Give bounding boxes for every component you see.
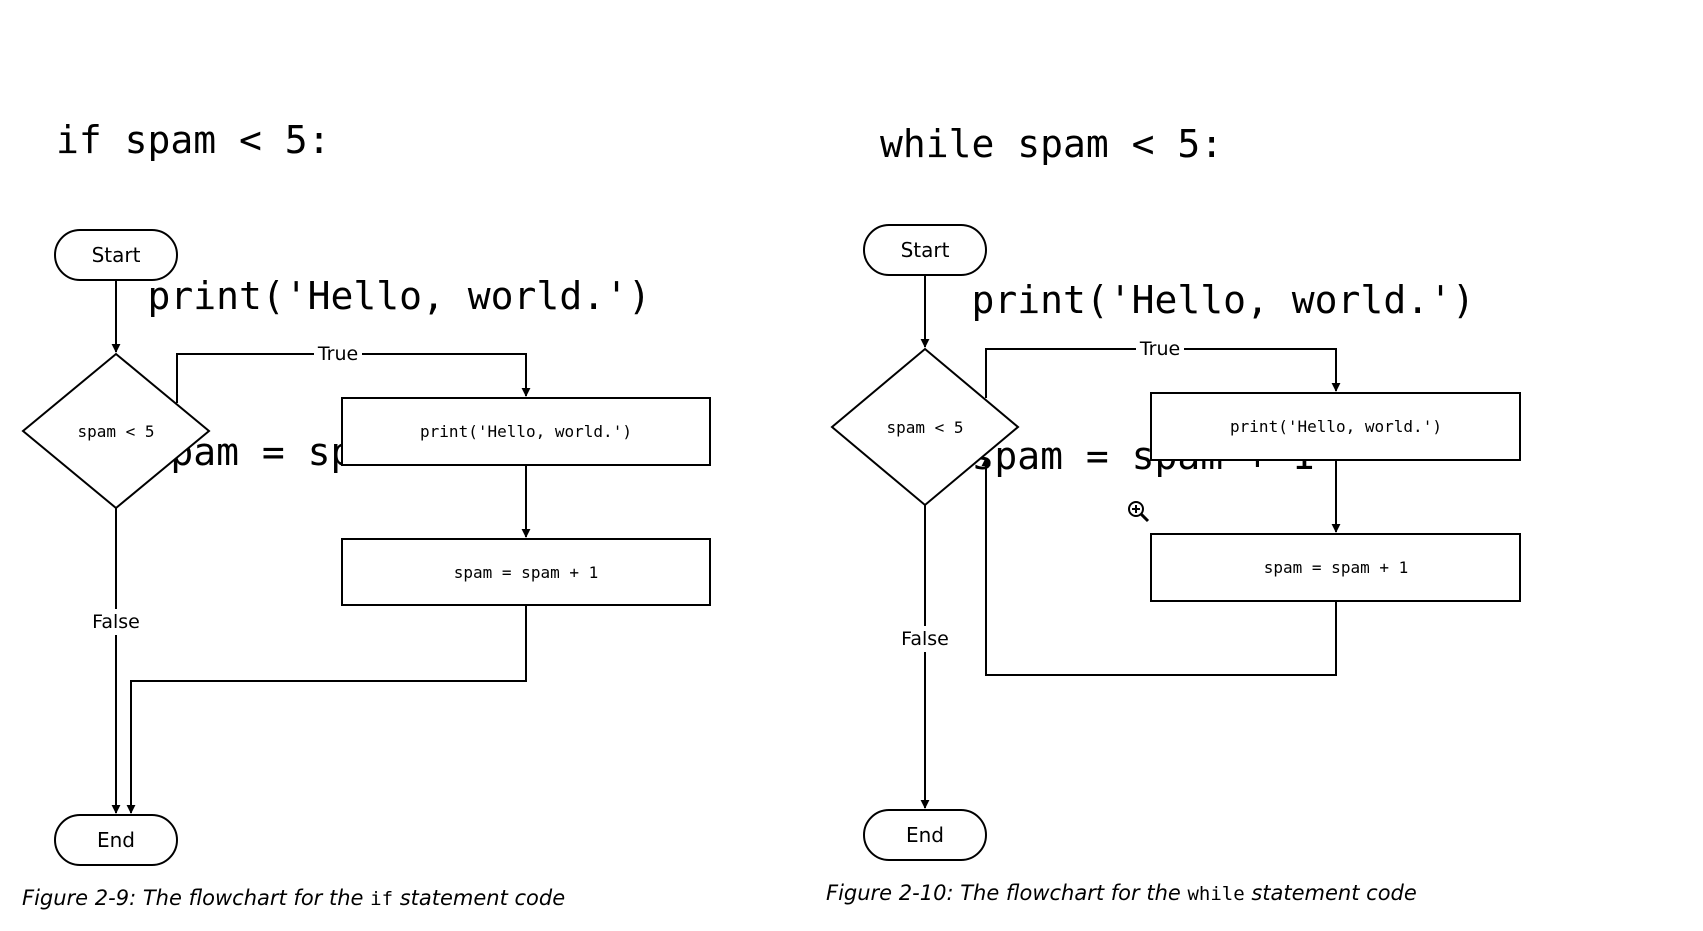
code-while-line: while spam < 5: bbox=[880, 122, 1224, 166]
true-label: True bbox=[317, 343, 358, 365]
flowchart-while bbox=[830, 224, 1521, 861]
end-label: End bbox=[97, 828, 135, 852]
flowchart-if bbox=[21, 229, 711, 866]
start-label: Start bbox=[901, 238, 950, 262]
code-while-line: print('Hello, world.') bbox=[880, 278, 1475, 322]
zoom-in-icon[interactable] bbox=[1126, 499, 1150, 523]
false-label-bg bbox=[88, 609, 144, 635]
decision-label: spam < 5 bbox=[886, 418, 963, 437]
code-if-line: if spam < 5: bbox=[56, 118, 331, 162]
process-increment-node bbox=[341, 538, 711, 606]
end-node bbox=[54, 814, 178, 866]
edge-increment-end bbox=[126, 605, 527, 814]
true-label-bg bbox=[1136, 336, 1184, 360]
code-if-line: print('Hello, world.') bbox=[56, 274, 651, 318]
true-label-bg bbox=[314, 341, 362, 365]
caption-suffix: statement code bbox=[393, 886, 566, 910]
edge-loop-back bbox=[981, 457, 1337, 676]
decision-label: spam < 5 bbox=[77, 422, 154, 441]
caption-prefix: Figure 2-9: The flowchart for the bbox=[22, 886, 371, 910]
true-label: True bbox=[1139, 338, 1180, 360]
process-print-node bbox=[1150, 392, 1521, 461]
process-increment-label: spam = spam + 1 bbox=[454, 563, 599, 582]
process-print-label: print('Hello, world.') bbox=[420, 422, 632, 441]
false-label: False bbox=[92, 611, 140, 633]
caption-code-word: if bbox=[370, 888, 394, 910]
process-print-label: print('Hello, world.') bbox=[1230, 417, 1442, 436]
end-label: End bbox=[906, 823, 944, 847]
false-label: False bbox=[901, 628, 949, 650]
figure-caption-while: Figure 2-10: The flowchart for the while… bbox=[826, 881, 1417, 905]
process-increment-label: spam = spam + 1 bbox=[1264, 558, 1409, 577]
caption-prefix: Figure 2-10: The flowchart for the bbox=[826, 881, 1188, 905]
figure-caption-if: Figure 2-9: The flowchart for the if sta… bbox=[22, 886, 565, 910]
process-increment-node bbox=[1150, 533, 1521, 602]
start-label: Start bbox=[92, 243, 141, 267]
false-label-bg bbox=[897, 626, 953, 652]
process-print-node bbox=[341, 397, 711, 466]
caption-code-word: while bbox=[1187, 883, 1245, 905]
end-node bbox=[863, 809, 987, 861]
caption-suffix: statement code bbox=[1244, 881, 1417, 905]
